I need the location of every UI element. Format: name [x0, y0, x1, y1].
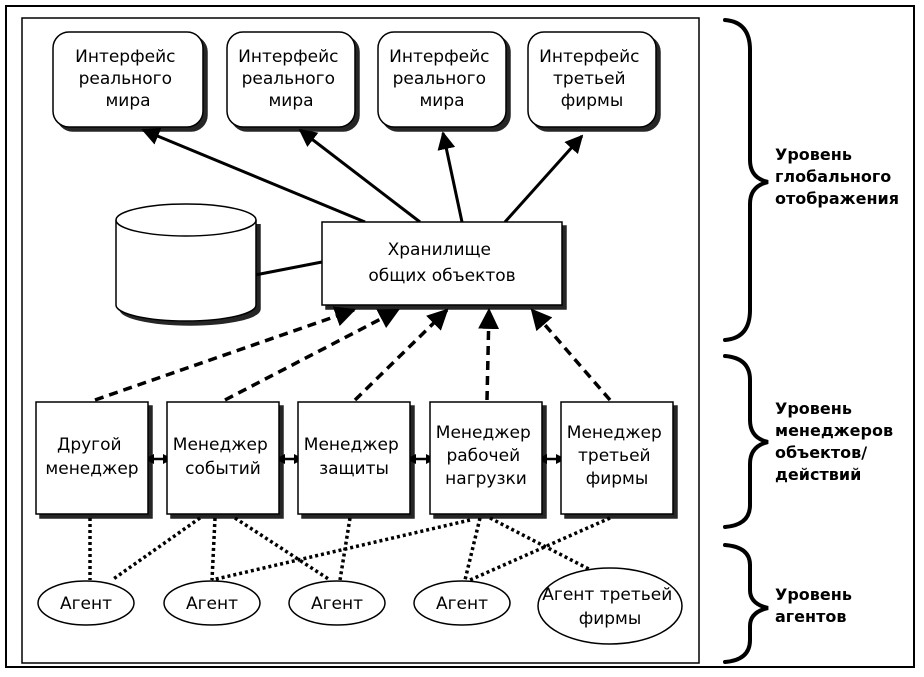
repository-label: Хранилище общих объектов: [368, 240, 515, 286]
repository-box: [321, 221, 563, 306]
connector-to-interface-1: [141, 127, 366, 224]
level-braces: [723, 18, 769, 664]
connector-manager-3: [353, 308, 449, 402]
level-label-managers: Уровень менеджеров объектов/ действий: [775, 399, 899, 484]
manager-box-2: [166, 401, 280, 515]
level-label-agents: Уровень агентов: [775, 585, 858, 626]
interface-label-4: Интерфейс третьей фирмы: [539, 47, 645, 111]
interface-boxes: Интерфейс реального мира Интерфейс реаль…: [52, 31, 657, 128]
manager-label-4: Менеджер рабочей нагрузки: [436, 423, 536, 489]
agent-ellipse-4: [413, 580, 511, 626]
manager-box-1: [35, 401, 149, 515]
agent-label-3: Агент: [311, 594, 363, 614]
connector-manager-5: [530, 308, 612, 402]
interface-label-3: Интерфейс реального мира: [389, 47, 495, 111]
agent-connectors: [88, 516, 611, 582]
manager-label-3: Менеджер защиты: [304, 435, 404, 479]
agent-label-4: Агент: [436, 594, 488, 614]
manager-label-2: Менеджер событий: [173, 435, 273, 479]
manager-box-3: [297, 401, 411, 515]
connector-to-interface-2: [298, 128, 421, 224]
dot-link: [469, 516, 611, 582]
connector-to-interface-3: [437, 131, 464, 223]
level-label-global: Уровень глобального отображения: [775, 145, 899, 208]
interface-box-2: [226, 31, 356, 128]
brace-manager-level: [723, 354, 769, 529]
connector-manager-4: [478, 307, 500, 401]
agent-label-2: Агент: [186, 594, 238, 614]
database-cylinder: [115, 203, 257, 322]
agent-ellipse-2: [163, 580, 261, 626]
manager-boxes: Другой менеджер Менеджер событий Менедже…: [35, 401, 674, 515]
connector-database: [254, 260, 323, 277]
agent-nodes: Агент Агент Агент Агент Агент третьей фи…: [37, 567, 683, 645]
connector-to-interface-4: [503, 134, 584, 224]
manager-box-5: [560, 401, 674, 515]
brace-agent-level: [723, 543, 769, 664]
manager-connectors: [94, 306, 612, 402]
dot-link: [234, 516, 331, 582]
agent-ellipse-3: [288, 580, 386, 626]
interface-box-4: [527, 31, 657, 128]
dot-link: [211, 518, 471, 582]
dot-link: [210, 517, 217, 581]
connector-manager-1: [94, 306, 356, 402]
dot-link: [489, 516, 611, 582]
dot-link: [110, 516, 202, 582]
brace-global-level: [723, 18, 769, 342]
manager-label-5: Менеджер третьей фирмы: [567, 423, 667, 489]
interface-box-1: [52, 31, 204, 128]
agent-label-5: Агент третьей фирмы: [542, 585, 677, 629]
agent-label-1: Агент: [60, 594, 112, 614]
agent-ellipse-5: [537, 567, 683, 645]
connector-manager-2: [224, 308, 400, 402]
interface-label-2: Интерфейс реального мира: [238, 47, 344, 111]
interface-box-3: [377, 31, 507, 128]
manager-label-1: Другой менеджер: [45, 435, 138, 479]
inner-frame: [21, 17, 700, 664]
interface-label-1: Интерфейс реального мира: [75, 47, 181, 111]
dot-link: [463, 517, 482, 581]
agent-ellipse-1: [37, 580, 135, 626]
manager-box-4: [429, 401, 543, 515]
outer-frame: [5, 5, 915, 668]
interface-connectors: [141, 127, 584, 277]
